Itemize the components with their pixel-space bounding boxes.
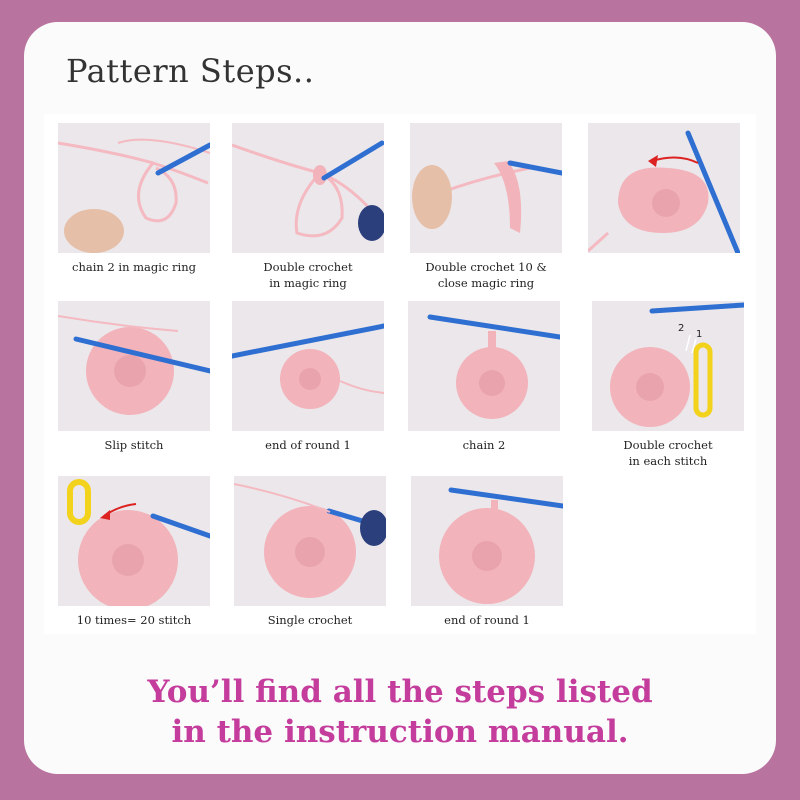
round-arrow-icon <box>588 123 740 253</box>
step-3-photo <box>410 123 562 253</box>
marker-arrow-icon <box>58 476 210 606</box>
magic-ring-chain-icon <box>58 123 210 253</box>
magic-ring-dc-icon <box>232 123 384 253</box>
footer-message: You’ll find all the steps listed in the … <box>24 672 776 752</box>
footer-line-1: You’ll find all the steps listed <box>147 674 653 710</box>
step-8-stitch-label-2: 2 <box>678 323 684 334</box>
step-10-caption-line-1: Single crochet <box>267 613 353 627</box>
step-8-caption-line-2: in each stitch <box>628 454 708 468</box>
step-2-caption-line-2: in magic ring <box>269 276 347 290</box>
step-5-photo <box>58 301 210 431</box>
content-card: Pattern Steps.. chain 2 in magic ring Do… <box>24 22 776 774</box>
step-6-caption-line-1: end of round 1 <box>265 438 351 452</box>
step-1-caption-line-1: chain 2 in magic ring <box>72 260 196 274</box>
step-1-photo <box>58 123 210 253</box>
step-10-photo <box>234 476 386 606</box>
step-9-caption-line-1: 10 times= 20 stitch <box>76 613 192 627</box>
circle-hook-icon <box>58 301 210 431</box>
step-5-caption-line-1: Slip stitch <box>104 438 164 452</box>
step-9-photo <box>58 476 210 606</box>
circle-marker-icon: 2 1 <box>592 301 744 431</box>
step-11-photo <box>411 476 563 606</box>
circle-large-hook-icon <box>411 476 563 606</box>
circle-chain-icon <box>408 301 560 431</box>
circle-large-icon <box>234 476 386 606</box>
circle-small-icon <box>232 301 384 431</box>
step-11-caption-line-1: end of round 1 <box>444 613 530 627</box>
page-title: Pattern Steps.. <box>66 52 315 90</box>
footer-line-2: in the instruction manual. <box>171 714 629 750</box>
step-2-photo <box>232 123 384 253</box>
step-3-caption-line-1: Double crochet 10 & <box>425 260 547 274</box>
step-8-stitch-label-1: 1 <box>696 329 702 340</box>
step-2-caption-line-1: Double crochet <box>263 260 353 274</box>
step-3-caption-line-2: close magic ring <box>437 276 535 290</box>
step-7-photo <box>408 301 560 431</box>
step-8-photo: 2 1 <box>592 301 744 431</box>
close-ring-icon <box>410 123 562 253</box>
step-7-caption-line-1: chain 2 <box>462 438 506 452</box>
step-6-photo <box>232 301 384 431</box>
step-8-caption-line-1: Double crochet <box>623 438 713 452</box>
step-4-photo <box>588 123 740 253</box>
